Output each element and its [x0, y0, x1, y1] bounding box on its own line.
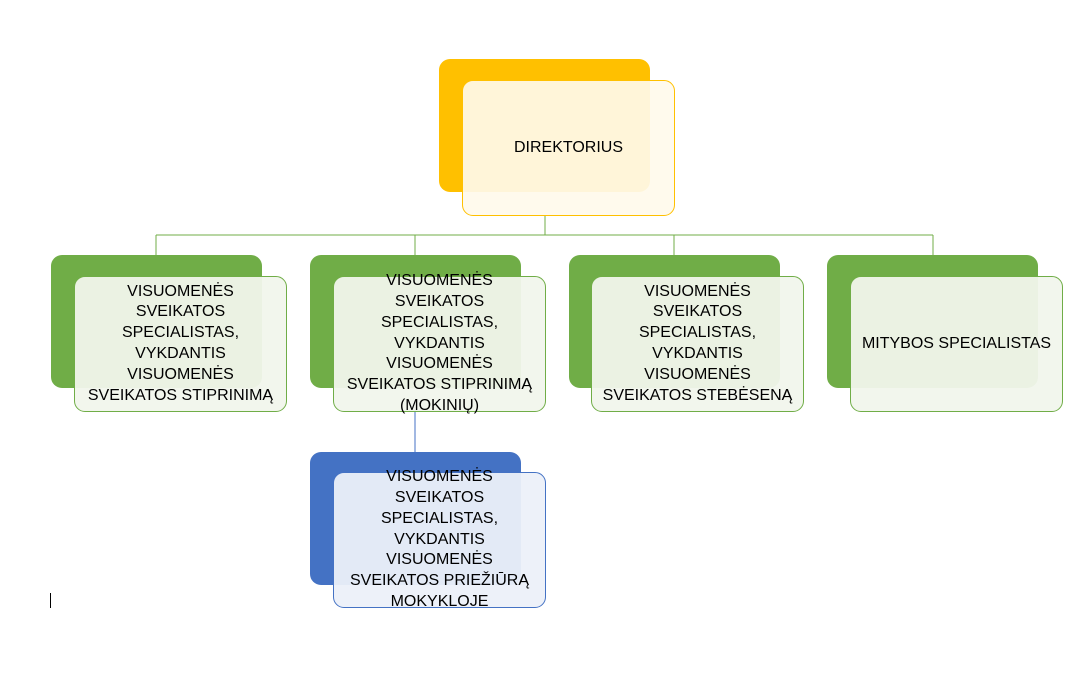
level1-node-4-label: MITYBOS SPECIALISTAS: [861, 334, 1052, 352]
director-node-box: DIREKTORIUS: [462, 80, 675, 216]
level1-node-1-label: VISUOMENĖS SVEIKATOS SPECIALISTAS, VYKDA…: [87, 282, 274, 404]
level1-node-3-box: VISUOMENĖS SVEIKATOS SPECIALISTAS, VYKDA…: [591, 276, 804, 412]
level2-node-1-label: VISUOMENĖS SVEIKATOS SPECIALISTAS, VYKDA…: [349, 468, 529, 610]
level1-node-1-box: VISUOMENĖS SVEIKATOS SPECIALISTAS, VYKDA…: [74, 276, 287, 412]
director-label: DIREKTORIUS: [513, 138, 624, 156]
level1-node-2-label: VISUOMENĖS SVEIKATOS SPECIALISTAS, VYKDA…: [346, 272, 533, 414]
text-cursor: [50, 593, 51, 608]
level2-node-1-box: VISUOMENĖS SVEIKATOS SPECIALISTAS, VYKDA…: [333, 468, 546, 610]
level1-node-3-label: VISUOMENĖS SVEIKATOS SPECIALISTAS, VYKDA…: [602, 282, 793, 404]
level1-node-4-box: MITYBOS SPECIALISTAS: [850, 276, 1063, 412]
level1-node-2-box: VISUOMENĖS SVEIKATOS SPECIALISTAS, VYKDA…: [333, 272, 546, 414]
